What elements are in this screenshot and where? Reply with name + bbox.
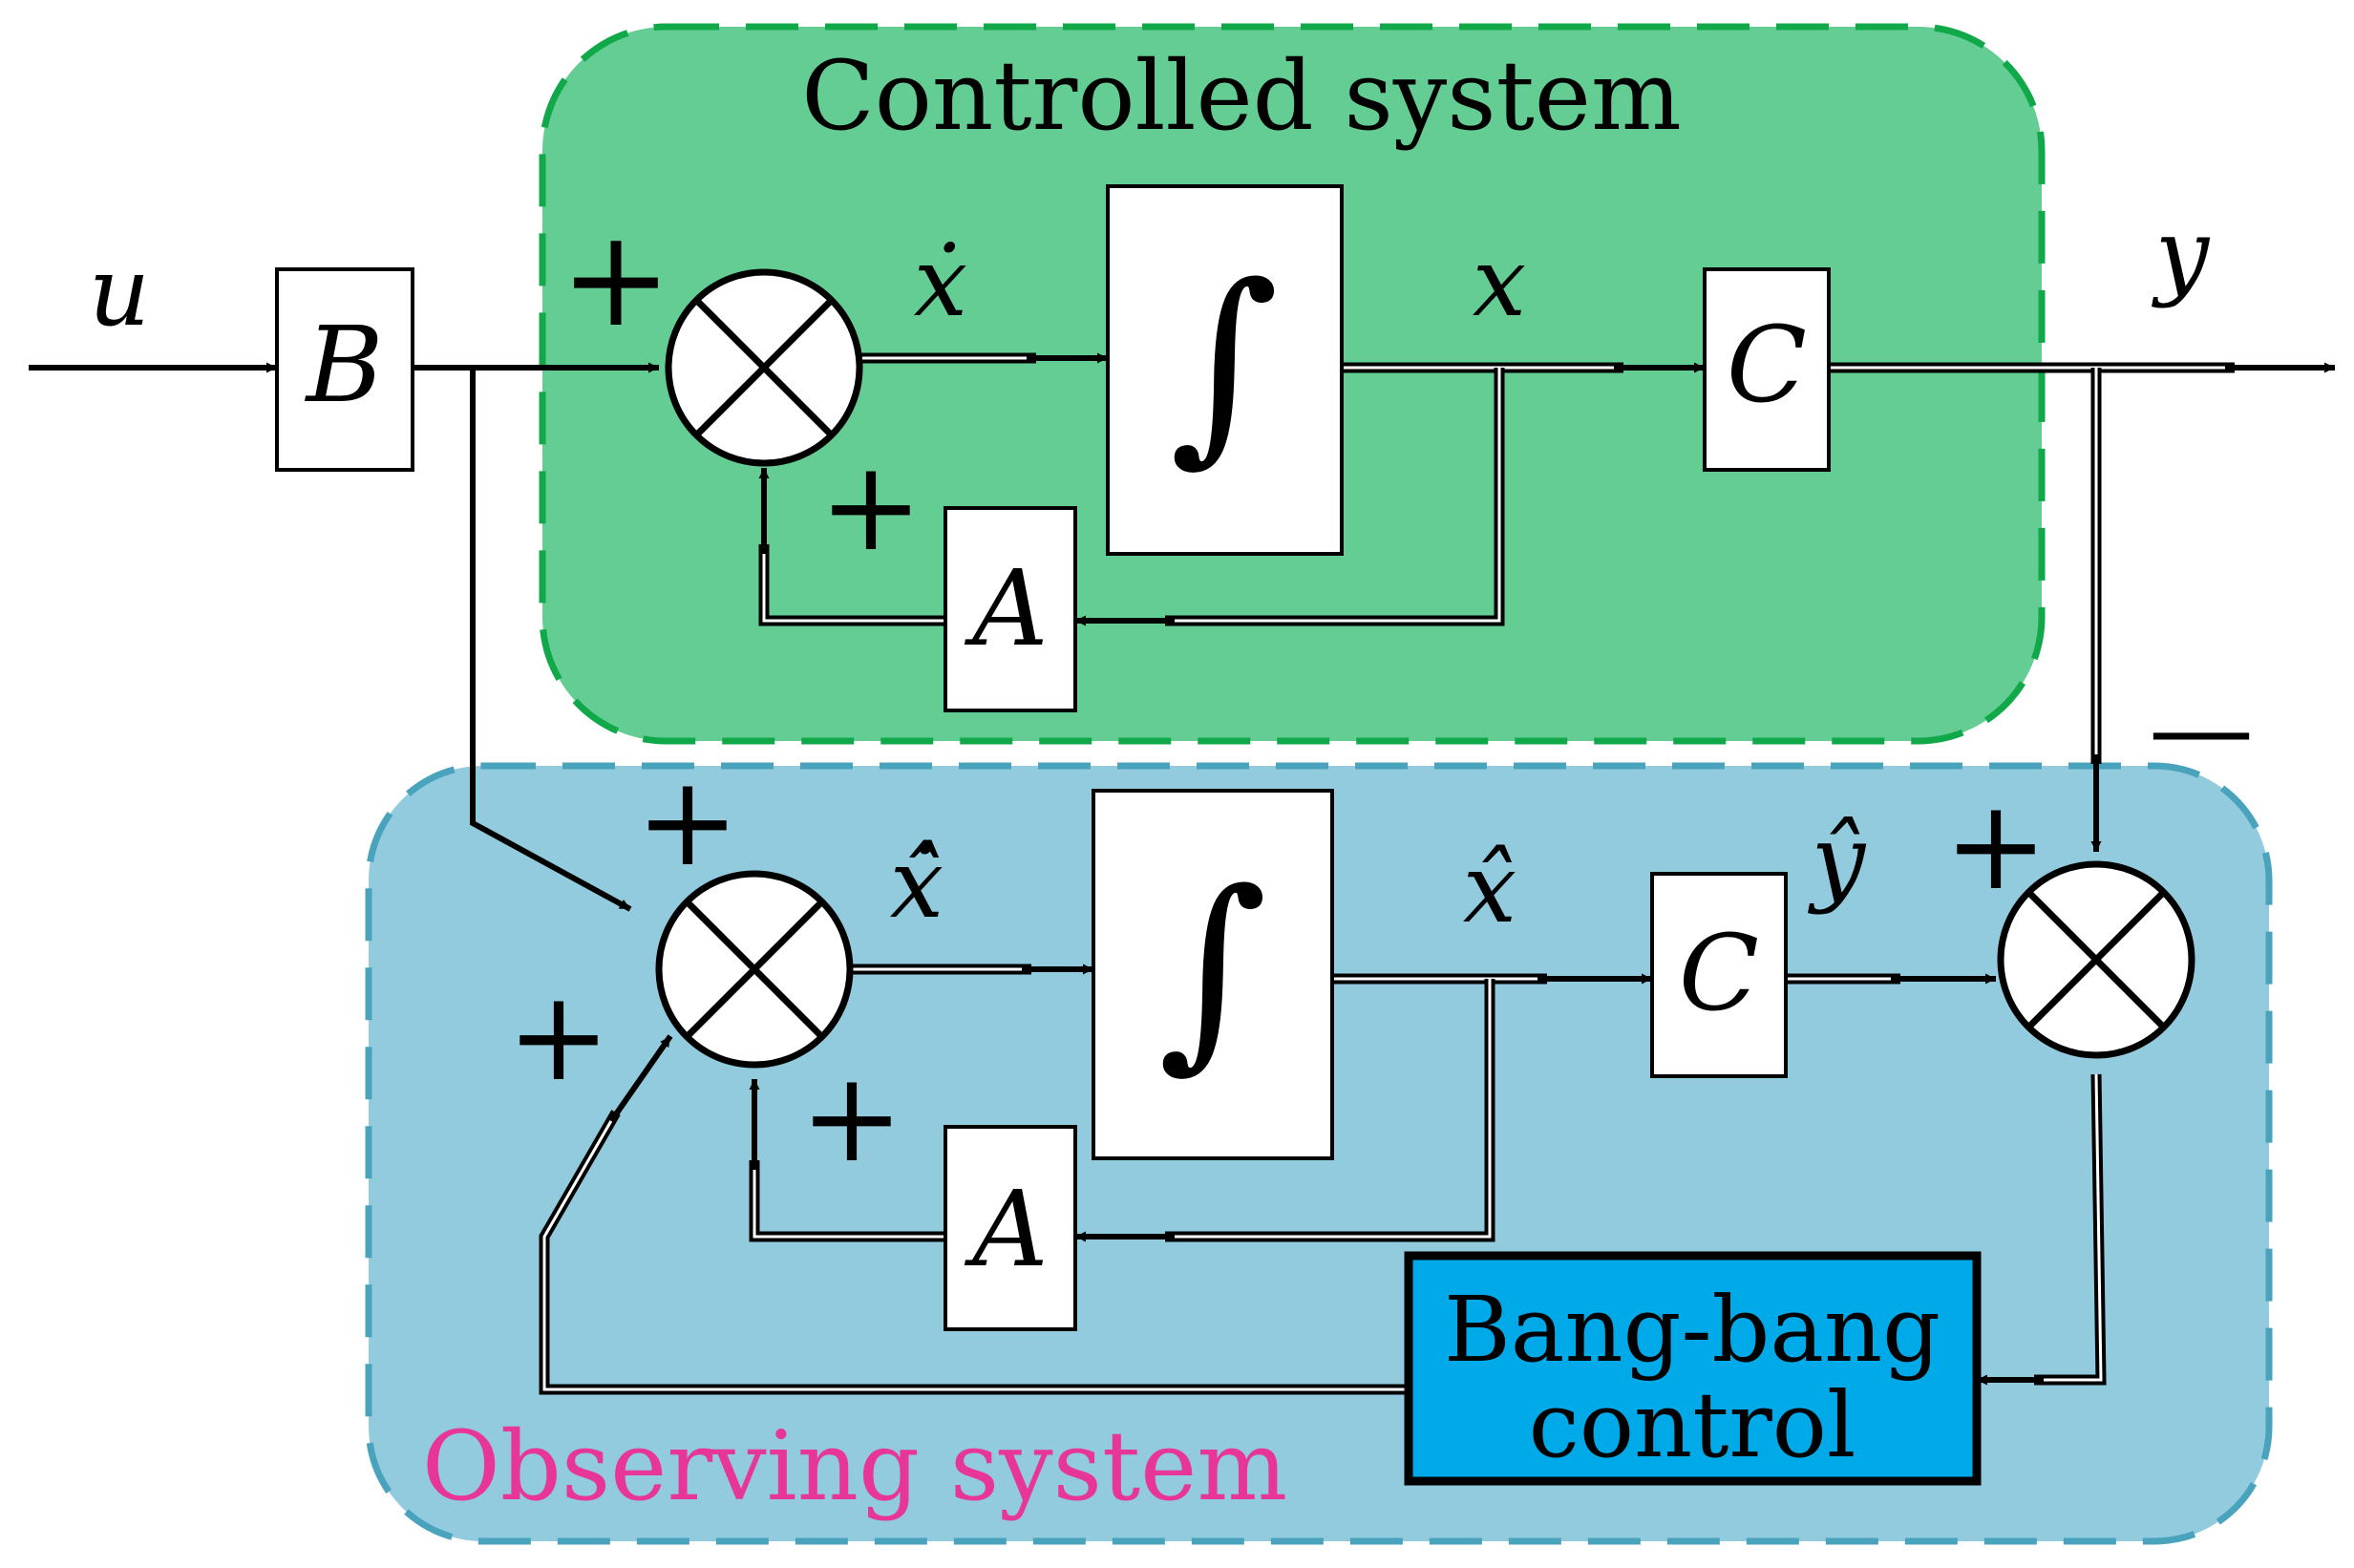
summer-observer bbox=[655, 870, 854, 1069]
a-top-label: A bbox=[964, 547, 1048, 669]
sign-top-input: + bbox=[560, 201, 671, 357]
a-bottom-label: A bbox=[964, 1168, 1048, 1290]
error-inner bbox=[2034, 1073, 2103, 1382]
svg-text:+: + bbox=[636, 749, 740, 894]
bang-bang-block bbox=[1404, 1251, 1982, 1486]
sign-observer-feedback: + bbox=[800, 1045, 904, 1190]
c-bottom-block bbox=[1650, 872, 1788, 1078]
axhat-inner bbox=[753, 1160, 945, 1239]
svg-text:+: + bbox=[800, 1045, 904, 1190]
integrator-top-label: ∫ bbox=[1170, 240, 1280, 484]
x-feedback-inner bbox=[1165, 368, 1501, 623]
xhat-feedback-inner bbox=[1165, 979, 1492, 1239]
y-label: y bbox=[2152, 198, 2211, 309]
c-top-block bbox=[1703, 267, 1831, 472]
bang-output-inner bbox=[542, 1112, 1409, 1391]
a-top-block bbox=[944, 506, 1077, 712]
c-top-label: C bbox=[1727, 304, 1807, 426]
summer-error bbox=[1997, 860, 2195, 1059]
svg-text:+: + bbox=[819, 434, 923, 579]
xhat-label: x̂ bbox=[1463, 833, 1516, 944]
x-dot-label: ẋ bbox=[914, 226, 967, 338]
ax-inner bbox=[762, 544, 945, 623]
controlled-system-title: Controlled system bbox=[801, 40, 1682, 152]
integrator-top-block bbox=[1106, 184, 1344, 556]
x-label: x bbox=[1473, 226, 1526, 338]
sign-top-feedback: + bbox=[819, 434, 923, 579]
sign-error-y: — bbox=[2149, 667, 2254, 789]
yhat-label: ŷ bbox=[1808, 804, 1867, 916]
svg-text:+: + bbox=[560, 201, 671, 357]
xhat-dot-label: x̂̇ bbox=[890, 828, 944, 940]
a-bottom-block bbox=[944, 1125, 1077, 1331]
svg-text:+: + bbox=[507, 964, 611, 1109]
sign-error-yhat: + bbox=[1944, 773, 2048, 918]
sign-observer-bang: + bbox=[507, 964, 611, 1109]
c-bottom-label: C bbox=[1679, 912, 1759, 1034]
sign-observer-input: + bbox=[636, 749, 740, 894]
integrator-bottom-label: ∫ bbox=[1158, 846, 1268, 1091]
bang-bang-label-line2: control bbox=[1529, 1373, 1856, 1478]
bang-output-arrow bbox=[608, 1034, 673, 1123]
bang-bang-label-line1: Bang-bang bbox=[1444, 1278, 1940, 1383]
svg-text:+: + bbox=[1944, 773, 2048, 918]
b-block bbox=[275, 267, 414, 472]
integrator-bottom-block bbox=[1092, 789, 1334, 1160]
b-block-label: B bbox=[305, 304, 384, 426]
observing-system-title: Observing system bbox=[422, 1410, 1287, 1522]
summer-top bbox=[665, 268, 863, 467]
bu-branch-line bbox=[470, 368, 632, 912]
svg-text:—: — bbox=[2149, 667, 2254, 789]
u-label: u bbox=[89, 236, 150, 348]
